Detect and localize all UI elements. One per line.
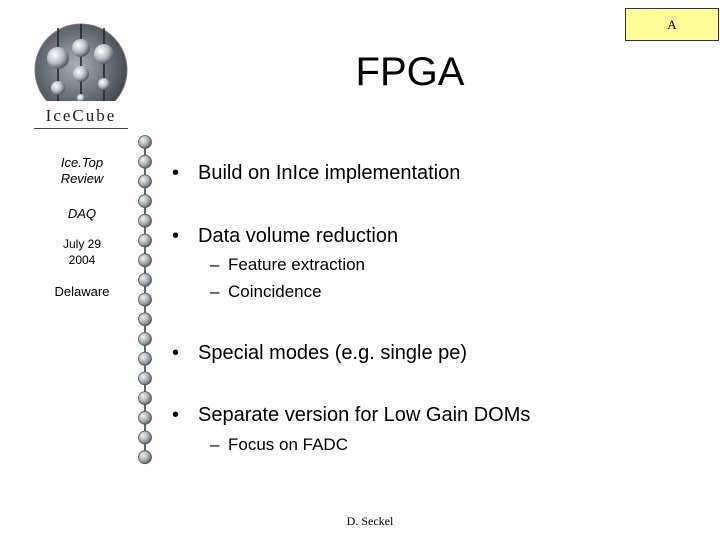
bullet-3-text: Special modes (e.g. single pe)	[198, 342, 468, 364]
logo-underline	[34, 128, 128, 129]
chain-bead	[138, 253, 152, 268]
logo-text: IceCube	[46, 106, 117, 125]
sub-bullet-2-1: –Feature extraction	[210, 255, 365, 275]
sidebar-line-6: Delaware	[54, 284, 110, 299]
chain-bead	[138, 154, 152, 169]
chain-bead	[138, 272, 152, 287]
bullet-2-text: Data volume reduction	[198, 225, 399, 247]
sidebar-line-2: Review	[60, 171, 104, 186]
chain-bead	[138, 430, 152, 445]
sidebar-line-4: July 29	[62, 237, 102, 251]
chain-bead	[138, 292, 152, 307]
sidebar-line-1: Ice.Top	[60, 155, 104, 170]
chain-bead	[138, 194, 152, 208]
corner-tag-label: A	[667, 16, 677, 32]
sub-bullet-4-1-text: Focus on FADC	[228, 435, 348, 454]
bullet-marker: •	[172, 342, 180, 364]
sub-marker: –	[210, 255, 220, 274]
sidebar-date: July 29 2004	[30, 236, 134, 268]
bullet-marker: •	[172, 225, 180, 247]
bullet-2: • Data volume reduction	[172, 225, 398, 248]
chain-bead	[138, 312, 152, 327]
footer-author: D. Seckel	[346, 514, 394, 528]
icecube-logo: IceCube	[34, 23, 128, 125]
bullet-3: • Special modes (e.g. single pe)	[172, 342, 467, 365]
sub-marker: –	[210, 282, 220, 301]
sub-bullet-4-1: –Focus on FADC	[210, 435, 348, 455]
sub-bullet-2-2: –Coincidence	[210, 282, 322, 302]
sidebar-review: Ice.Top Review	[30, 155, 134, 187]
sidebar-line-3: DAQ	[67, 206, 97, 221]
sub-bullet-2-2-text: Coincidence	[228, 282, 322, 301]
sidebar-line-5: 2004	[68, 253, 96, 267]
corner-tag: A	[625, 8, 719, 41]
chain-bead	[138, 391, 152, 406]
chain-bead	[138, 135, 152, 149]
bullet-1: • Build on InIce implementation	[172, 162, 460, 185]
bullet-marker: •	[172, 404, 180, 426]
chain-bead	[138, 450, 152, 465]
sub-bullet-2-1-text: Feature extraction	[228, 255, 366, 274]
dom-string-chain	[138, 135, 152, 465]
sub-marker: –	[210, 435, 220, 454]
chain-bead	[138, 332, 152, 346]
chain-bead	[138, 213, 152, 228]
chain-bead	[138, 174, 152, 189]
bullet-marker: •	[172, 162, 180, 184]
slide-title: FPGA	[355, 50, 465, 94]
bullet-1-text: Build on InIce implementation	[198, 162, 461, 184]
chain-bead	[138, 233, 152, 248]
chain-bead	[138, 410, 152, 425]
bullet-4-text: Separate version for Low Gain DOMs	[198, 404, 531, 426]
bullet-4: • Separate version for Low Gain DOMs	[172, 404, 530, 427]
chain-bead	[138, 351, 152, 366]
chain-bead	[138, 371, 152, 386]
